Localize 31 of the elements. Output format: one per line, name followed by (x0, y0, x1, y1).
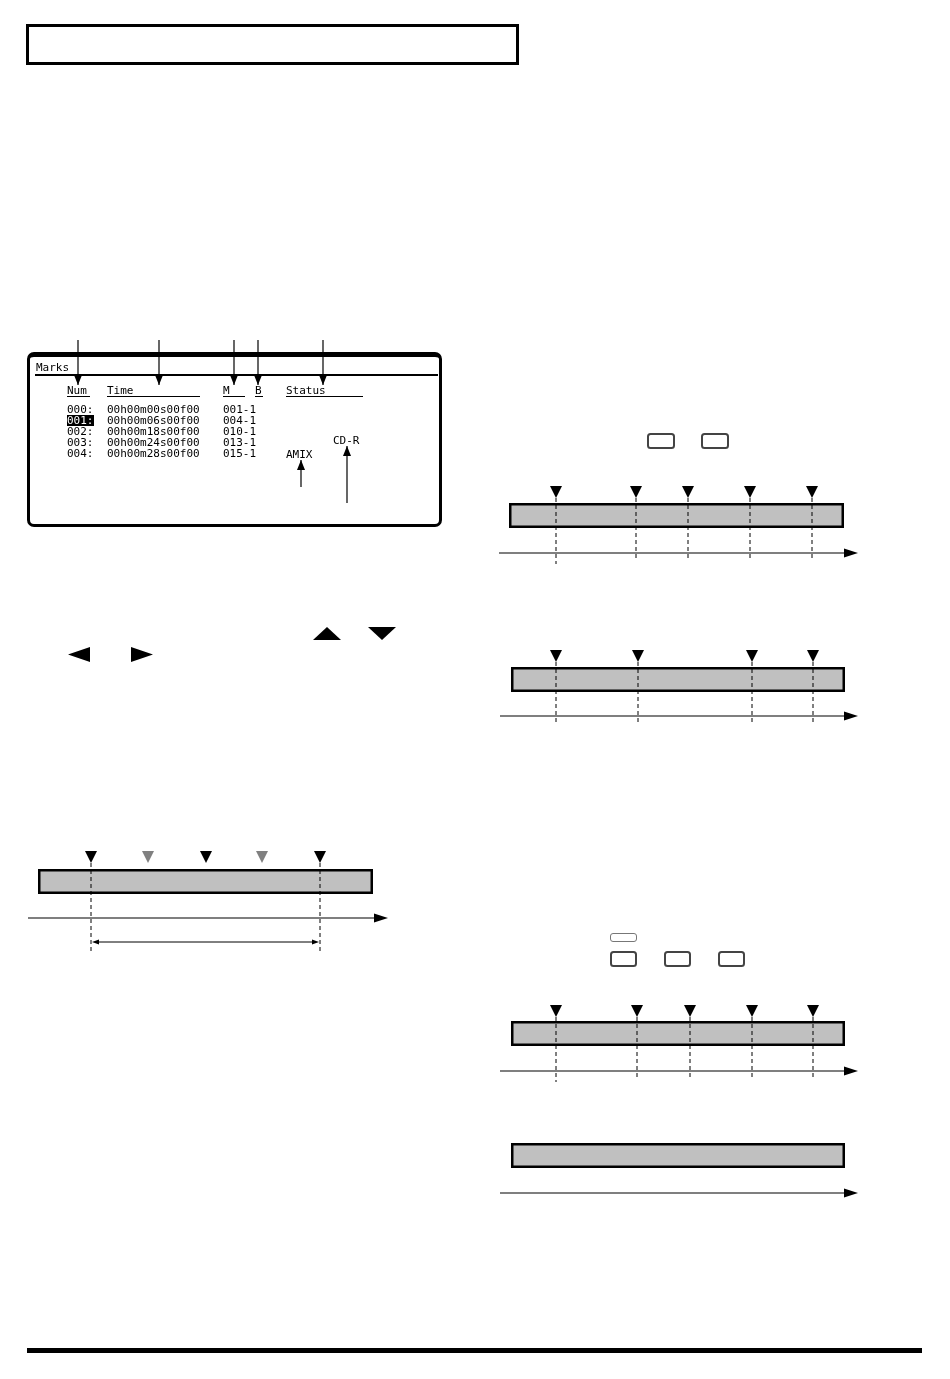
measure-beat-value: 013-1 (223, 437, 257, 448)
selected-mark-number: 001: (67, 415, 94, 426)
measure-beat-value: 001-1 (223, 404, 257, 415)
measure-beat-value: 015-1 (223, 448, 257, 459)
column-heading: Time (107, 385, 200, 397)
callout-arrow (343, 445, 351, 504)
mark-number: 003: (67, 437, 94, 448)
status-value: AMIX (286, 449, 313, 460)
column-heading: M (223, 385, 245, 397)
status-value: CD-R (333, 435, 360, 446)
callout-arrow (155, 339, 163, 386)
mark-number: 004: (67, 448, 94, 459)
screen-title: Marks (36, 362, 70, 373)
time-value: 00h00m18s00f00 (107, 426, 200, 437)
time-value: 00h00m00s00f00 (107, 404, 200, 415)
callout-arrow (254, 339, 262, 386)
column-heading: Status (286, 385, 363, 397)
mark-number: 002: (67, 426, 94, 437)
callout-arrow (319, 339, 327, 386)
measure-beat-value: 004-1 (223, 415, 257, 426)
callout-arrow (297, 459, 305, 488)
mark-number: 000: (67, 404, 94, 415)
callout-arrow (230, 339, 238, 386)
column-heading: B (255, 385, 263, 397)
time-value: 00h00m24s00f00 (107, 437, 200, 448)
callout-arrow (74, 339, 82, 386)
time-value: 00h00m28s00f00 (107, 448, 200, 459)
time-value: 00h00m06s00f00 (107, 415, 200, 426)
measure-beat-value: 010-1 (223, 426, 257, 437)
column-heading: Num (67, 385, 90, 397)
lcd-screen (27, 352, 442, 527)
